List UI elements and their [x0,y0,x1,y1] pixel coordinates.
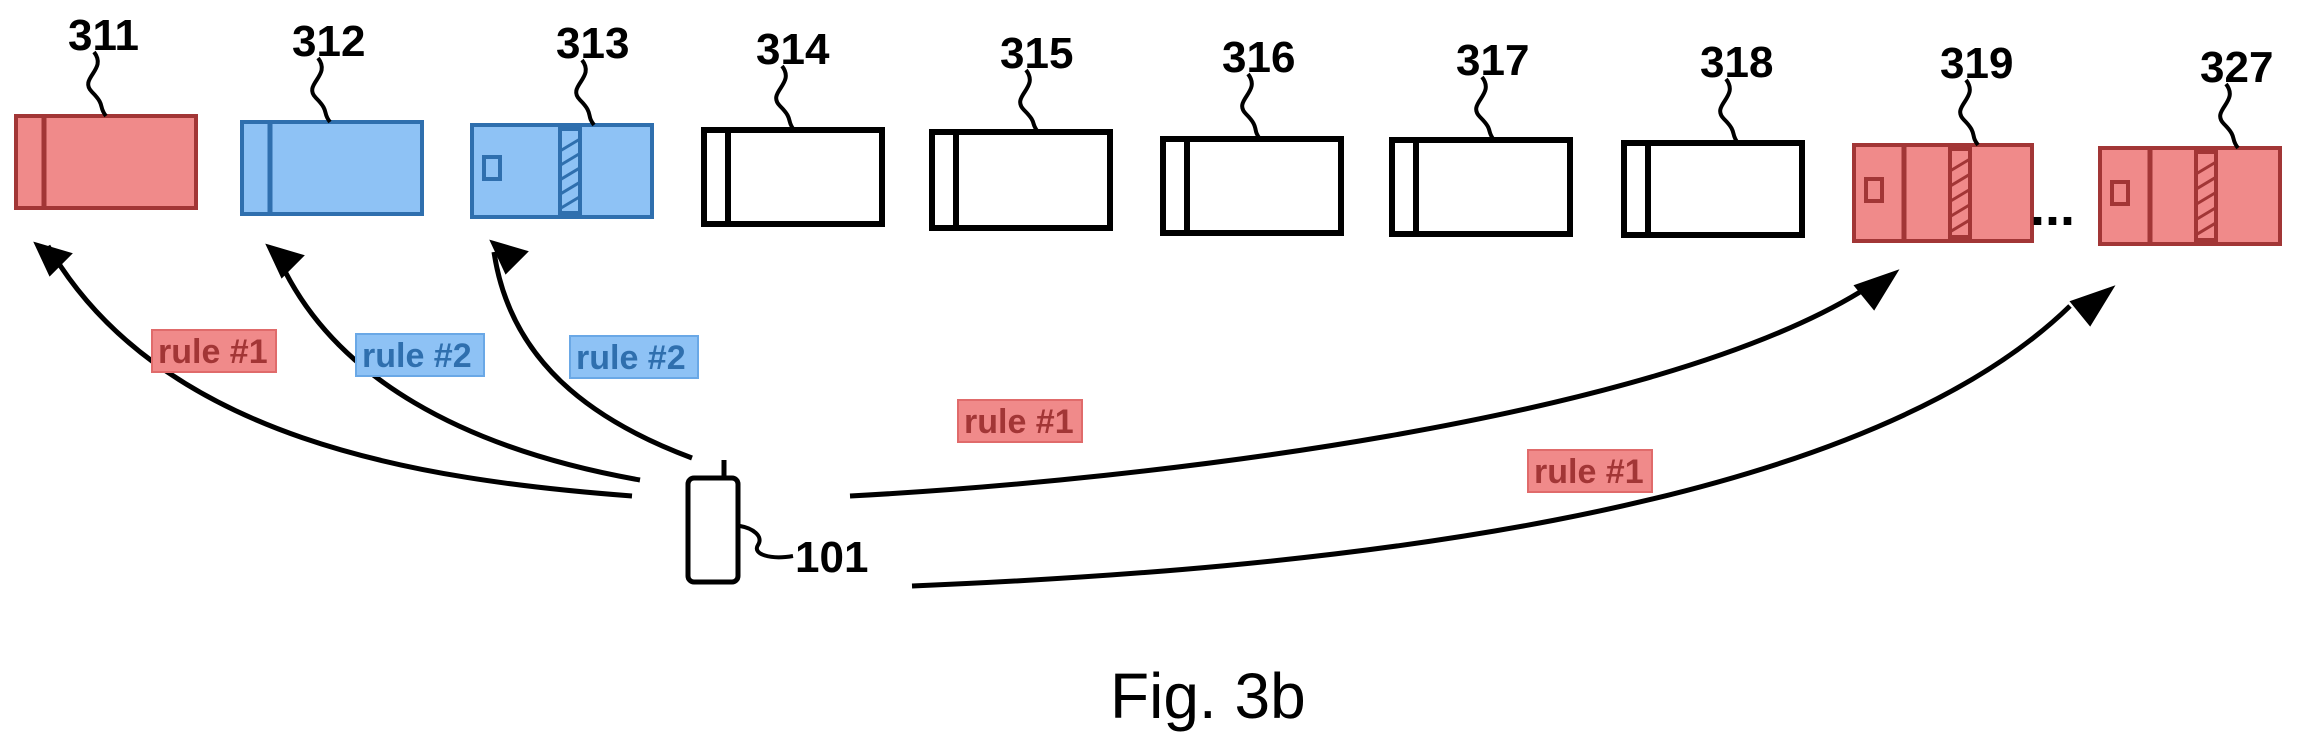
frame-block-313-label: 313 [556,19,629,68]
frame-block-318-leader-line [1718,77,1740,145]
arrow-to-327-line [911,304,2072,589]
frame-block-311: 311 [14,11,198,210]
frame-block-312-leader-line [310,56,332,124]
rule-label-313: rule #2 [569,335,699,379]
frame-block-319-leader-line [1958,78,1980,147]
frame-block-312-label: 312 [292,17,365,66]
arrow-to-327-head [2069,285,2116,327]
rule-labels-layer: rule #1 rule #2 rule #2 rule #1 rule #1 [151,329,1653,493]
frame-block-317-leader-line [1474,75,1496,142]
device-label: 101 [795,533,868,582]
frame-block-313-leader-line [574,58,596,127]
frame-block-316-leader-line [1240,72,1262,141]
arrow-to-311-line [45,244,633,499]
frame-block-316: 316 [1160,33,1344,236]
arrow-to-312-head [265,243,305,279]
frame-block-316-body [1160,136,1344,236]
rule-label-319-box [957,399,1083,443]
arrow-to-313 [489,239,693,461]
arrow-to-313-head [489,239,529,275]
frame-block-327-square-mark [2110,180,2130,206]
frame-block-311-label: 311 [68,11,139,60]
arrows-layer [33,239,2116,589]
frame-block-319: 319 [1852,39,2034,243]
rule-label-312-text: rule #2 [362,337,472,375]
rule-label-311-text: rule #1 [158,333,268,371]
mobile-device-body [685,475,741,585]
arrow-to-319-head [1853,269,1900,311]
arrow-to-311-head [33,241,73,277]
arrow-to-311 [33,241,633,499]
frame-block-316-label: 316 [1222,33,1295,82]
rule-label-319-text: rule #1 [964,403,1074,441]
arrow-to-319 [849,269,1900,499]
arrow-to-312-line [273,251,641,483]
frame-block-317-body [1389,137,1573,237]
frame-block-327: 327 [2098,43,2282,246]
frame-block-313-square-mark [482,155,502,181]
rule-label-313-box [569,335,699,379]
frame-block-315: 315 [929,29,1113,231]
frame-block-313: 313 [470,19,654,219]
frame-block-315-leader-line [1018,68,1040,134]
arrow-to-327 [911,285,2116,589]
figure-caption: Fig. 3b [1110,660,1306,732]
frame-block-315-label: 315 [1000,29,1073,78]
frame-block-315-body [929,129,1113,231]
rule-label-312-box [355,333,485,377]
frame-block-314-label: 314 [756,25,830,74]
frame-block-314: 314 [701,25,885,227]
frame-block-318: 318 [1621,38,1805,238]
frame-block-317-label: 317 [1456,36,1529,85]
rule-label-327-text: rule #1 [1534,453,1644,491]
frame-block-319-hatch-mark [1948,147,1972,239]
frame-block-312: 312 [240,17,424,216]
arrow-to-319-line [849,289,1862,499]
ellipsis: ... [2030,177,2075,237]
frame-block-318-label: 318 [1700,38,1773,87]
device-leader-line [739,524,794,560]
arrow-to-312 [265,243,641,483]
frame-block-318-body [1621,140,1805,238]
rule-label-319: rule #1 [957,399,1083,443]
frame-block-319-square-mark [1864,177,1884,203]
rule-label-327-box [1527,449,1653,493]
rule-label-327: rule #1 [1527,449,1653,493]
frame-block-327-leader-line [2218,82,2240,150]
frame-blocks-row: 311 312 313 314 315 316 317 318 319 327 [14,11,2282,246]
frame-block-319-label: 319 [1940,39,2013,88]
frame-block-311-leader-line [86,50,108,118]
frame-block-327-label: 327 [2200,43,2273,92]
frame-block-314-body [701,127,885,227]
frame-block-317: 317 [1389,36,1573,237]
rule-label-313-text: rule #2 [576,339,686,377]
frame-block-327-hatch-mark [2194,150,2218,242]
rule-label-312: rule #2 [355,333,485,377]
rule-label-311-box [151,329,277,373]
mobile-device-101: 101 [685,460,868,585]
rule-label-311: rule #1 [151,329,277,373]
frame-block-313-hatch-mark [558,127,582,215]
arrow-to-313-line [491,251,693,461]
frame-block-314-leader-line [774,64,796,132]
